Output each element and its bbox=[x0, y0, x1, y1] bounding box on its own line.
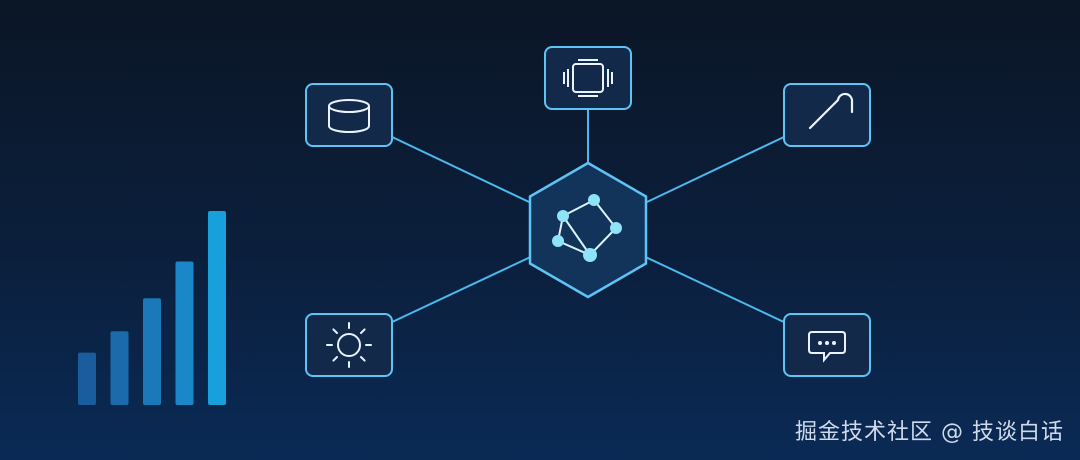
chat-bubble-icon bbox=[808, 331, 846, 363]
database-cylinder-icon bbox=[328, 99, 370, 133]
signal-bar bbox=[143, 298, 161, 405]
central-hub bbox=[528, 161, 648, 299]
node-processor[interactable] bbox=[544, 46, 632, 110]
signal-bar bbox=[110, 331, 129, 405]
sun-box[interactable] bbox=[305, 313, 393, 377]
tool-box[interactable] bbox=[783, 83, 871, 147]
signal-bars-icon bbox=[78, 211, 226, 405]
hub-hexagon bbox=[528, 161, 648, 299]
watermark-text: 掘金技术社区 @ 技谈白话 bbox=[795, 420, 1064, 445]
hook-cane-icon bbox=[808, 92, 854, 130]
signal-bar bbox=[175, 261, 194, 405]
node-chat[interactable] bbox=[783, 313, 871, 377]
node-tool[interactable] bbox=[783, 83, 871, 147]
database-box[interactable] bbox=[305, 83, 393, 147]
network-graph-icon bbox=[552, 194, 622, 262]
node-database[interactable] bbox=[305, 83, 393, 147]
signal-bar bbox=[78, 352, 96, 405]
node-sun[interactable] bbox=[305, 313, 393, 377]
sun-icon bbox=[326, 322, 372, 368]
cpu-chip-icon bbox=[563, 59, 613, 97]
signal-bar bbox=[208, 211, 226, 405]
processor-box[interactable] bbox=[544, 46, 632, 110]
